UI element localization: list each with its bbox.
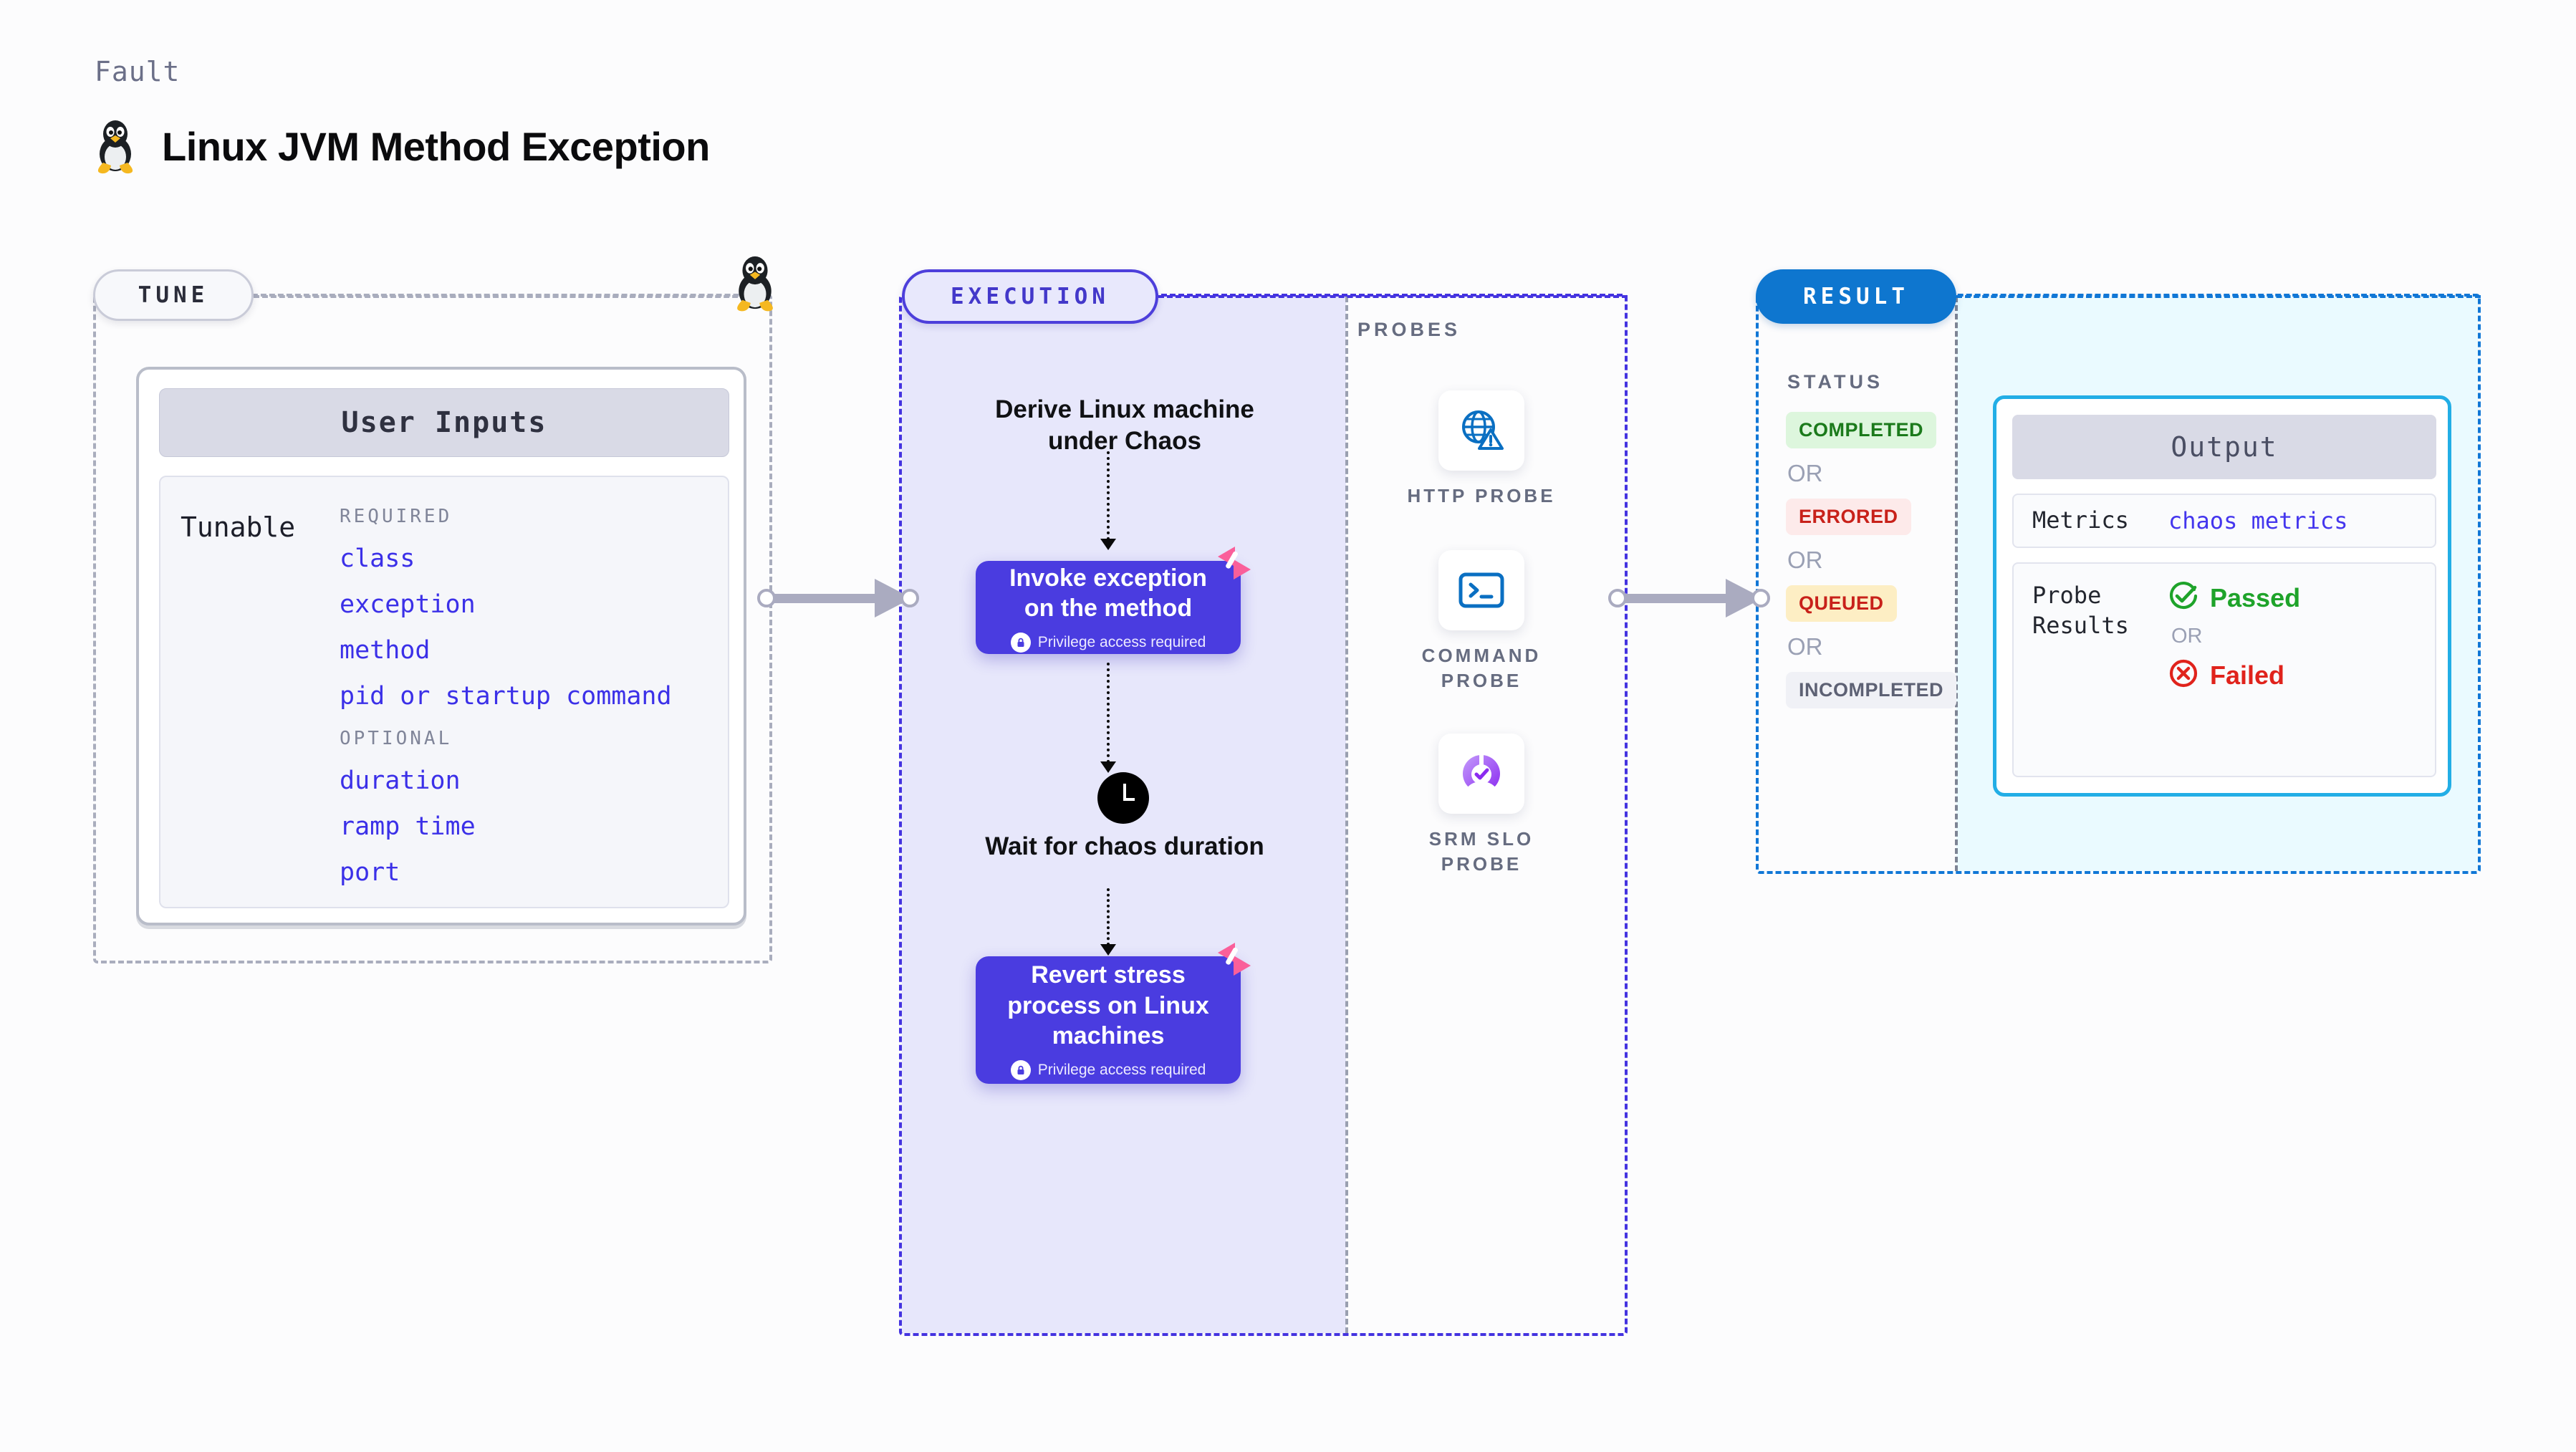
- execution-leader-line: [1158, 295, 1628, 298]
- probe-command-label: COMMAND PROBE: [1421, 645, 1542, 692]
- param-class[interactable]: class: [340, 544, 415, 573]
- flow-connector-2: [1107, 663, 1110, 763]
- probe-result-or: OR: [2171, 625, 2203, 648]
- output-probe-key: Probe Results: [2032, 582, 2129, 639]
- connector-endpoint-left: [1608, 589, 1627, 607]
- flow-step-derive-label: Derive Linux machine under Chaos: [995, 395, 1254, 455]
- param-method[interactable]: method: [340, 636, 431, 665]
- status-or-2: OR: [1787, 547, 1823, 573]
- connector-probes-to-result: [1608, 577, 1770, 620]
- probe-srm-slo[interactable]: SRM SLO PROBE: [1392, 734, 1571, 877]
- param-group-title-optional: OPTIONAL: [340, 728, 453, 749]
- connector-tune-to-execution: [757, 577, 919, 620]
- probe-result-failed-label: Failed: [2210, 660, 2285, 690]
- lock-icon: [1010, 1059, 1031, 1080]
- connector-line: [1618, 594, 1744, 603]
- connector-endpoint-right: [900, 589, 919, 607]
- param-port[interactable]: port: [340, 858, 400, 887]
- terminal-icon: [1438, 550, 1524, 630]
- flow-step-wait-label: Wait for chaos duration: [985, 832, 1264, 860]
- connector-line: [767, 594, 893, 603]
- connector-endpoint-left: [757, 589, 776, 607]
- tunable-params: REQUIRED class exception method pid or s…: [340, 496, 712, 904]
- flow-node-revert-stress-title: Revert stress process on Linux machines: [1007, 961, 1209, 1050]
- check-circle-icon: [2168, 581, 2198, 615]
- output-metrics-key: Metrics: [2032, 506, 2129, 534]
- status-badge-queued: QUEUED: [1786, 585, 1897, 622]
- status-or-3: OR: [1787, 633, 1823, 660]
- param-group-title-required: REQUIRED: [340, 506, 453, 527]
- result-pill[interactable]: RESULT: [1756, 269, 1956, 324]
- status-list: COMPLETED OR ERRORED OR QUEUED OR INCOMP…: [1786, 412, 1965, 708]
- x-circle-icon: [2168, 658, 2198, 692]
- output-row-metrics: Metrics chaos metrics: [2012, 494, 2436, 548]
- tunable-label: Tunable: [181, 511, 296, 543]
- connector-endpoint-right: [1751, 589, 1770, 607]
- status-or-1: OR: [1787, 460, 1823, 486]
- probes-divider: [1345, 297, 1348, 1333]
- output-probe-values: Passed OR Failed: [2168, 581, 2300, 692]
- tune-corner-linux-tux-icon: [732, 253, 778, 313]
- probe-srm-slo-label: SRM SLO PROBE: [1428, 828, 1534, 875]
- probe-result-passed: Passed: [2168, 581, 2300, 615]
- page-title: Linux JVM Method Exception: [93, 118, 710, 174]
- probe-result-failed: Failed: [2168, 658, 2300, 692]
- status-title: STATUS: [1787, 371, 1883, 393]
- privilege-note-1-text: Privilege access required: [1037, 633, 1206, 650]
- page-title-text: Linux JVM Method Exception: [162, 123, 710, 169]
- flow-arrowhead-3: [1100, 944, 1116, 956]
- linux-tux-icon: [93, 118, 138, 174]
- harness-chaos-icon: [1213, 542, 1255, 584]
- flow-connector-1: [1107, 451, 1110, 540]
- tunable-body: Tunable REQUIRED class exception method …: [159, 476, 729, 908]
- probe-command[interactable]: COMMAND PROBE: [1392, 550, 1571, 693]
- flow-node-invoke-exception-title: Invoke exception on the method: [1009, 564, 1207, 622]
- privilege-note-2: Privilege access required: [1010, 1059, 1206, 1080]
- param-ramp-time[interactable]: ramp time: [340, 812, 476, 841]
- clock-icon: [1097, 772, 1149, 824]
- lock-icon: [1010, 632, 1031, 653]
- probe-http[interactable]: HTTP PROBE: [1392, 390, 1571, 509]
- result-divider: [1955, 297, 1958, 871]
- flow-arrowhead-1: [1100, 539, 1116, 550]
- globe-warning-icon: [1438, 390, 1524, 471]
- slo-check-icon: [1438, 734, 1524, 814]
- output-card: Output Metrics chaos metrics Probe Resul…: [1993, 395, 2451, 797]
- privilege-note-1: Privilege access required: [1010, 632, 1206, 653]
- status-badge-completed: COMPLETED: [1786, 412, 1937, 448]
- flow-node-invoke-exception[interactable]: Invoke exception on the method Privilege…: [976, 561, 1241, 654]
- user-inputs-card: User Inputs Tunable REQUIRED class excep…: [136, 367, 746, 925]
- output-row-probe-results: Probe Results Passed OR: [2012, 562, 2436, 777]
- param-pid-or-startup-command[interactable]: pid or startup command: [340, 682, 672, 711]
- tune-leader-line: [254, 295, 755, 298]
- fault-kicker: Fault: [95, 56, 181, 87]
- output-metrics-value[interactable]: chaos metrics: [2168, 507, 2348, 534]
- tune-pill[interactable]: TUNE: [93, 269, 254, 321]
- param-duration[interactable]: duration: [340, 766, 461, 795]
- probe-result-passed-label: Passed: [2210, 582, 2301, 612]
- output-header: Output: [2012, 415, 2436, 479]
- flow-node-revert-stress[interactable]: Revert stress process on Linux machines …: [976, 956, 1241, 1084]
- param-exception[interactable]: exception: [340, 590, 476, 619]
- status-badge-incompleted: INCOMPLETED: [1786, 672, 1957, 708]
- user-inputs-header: User Inputs: [159, 388, 729, 457]
- privilege-note-2-text: Privilege access required: [1037, 1061, 1206, 1078]
- flow-arrowhead-2: [1100, 761, 1116, 773]
- probe-http-label: HTTP PROBE: [1407, 485, 1556, 506]
- harness-chaos-icon: [1213, 938, 1255, 980]
- result-leader-line: [1956, 295, 2481, 298]
- flow-connector-3: [1107, 888, 1110, 946]
- execution-pill[interactable]: EXECUTION: [902, 269, 1158, 324]
- status-badge-errored: ERRORED: [1786, 499, 1911, 535]
- probes-title: PROBES: [1357, 319, 1461, 340]
